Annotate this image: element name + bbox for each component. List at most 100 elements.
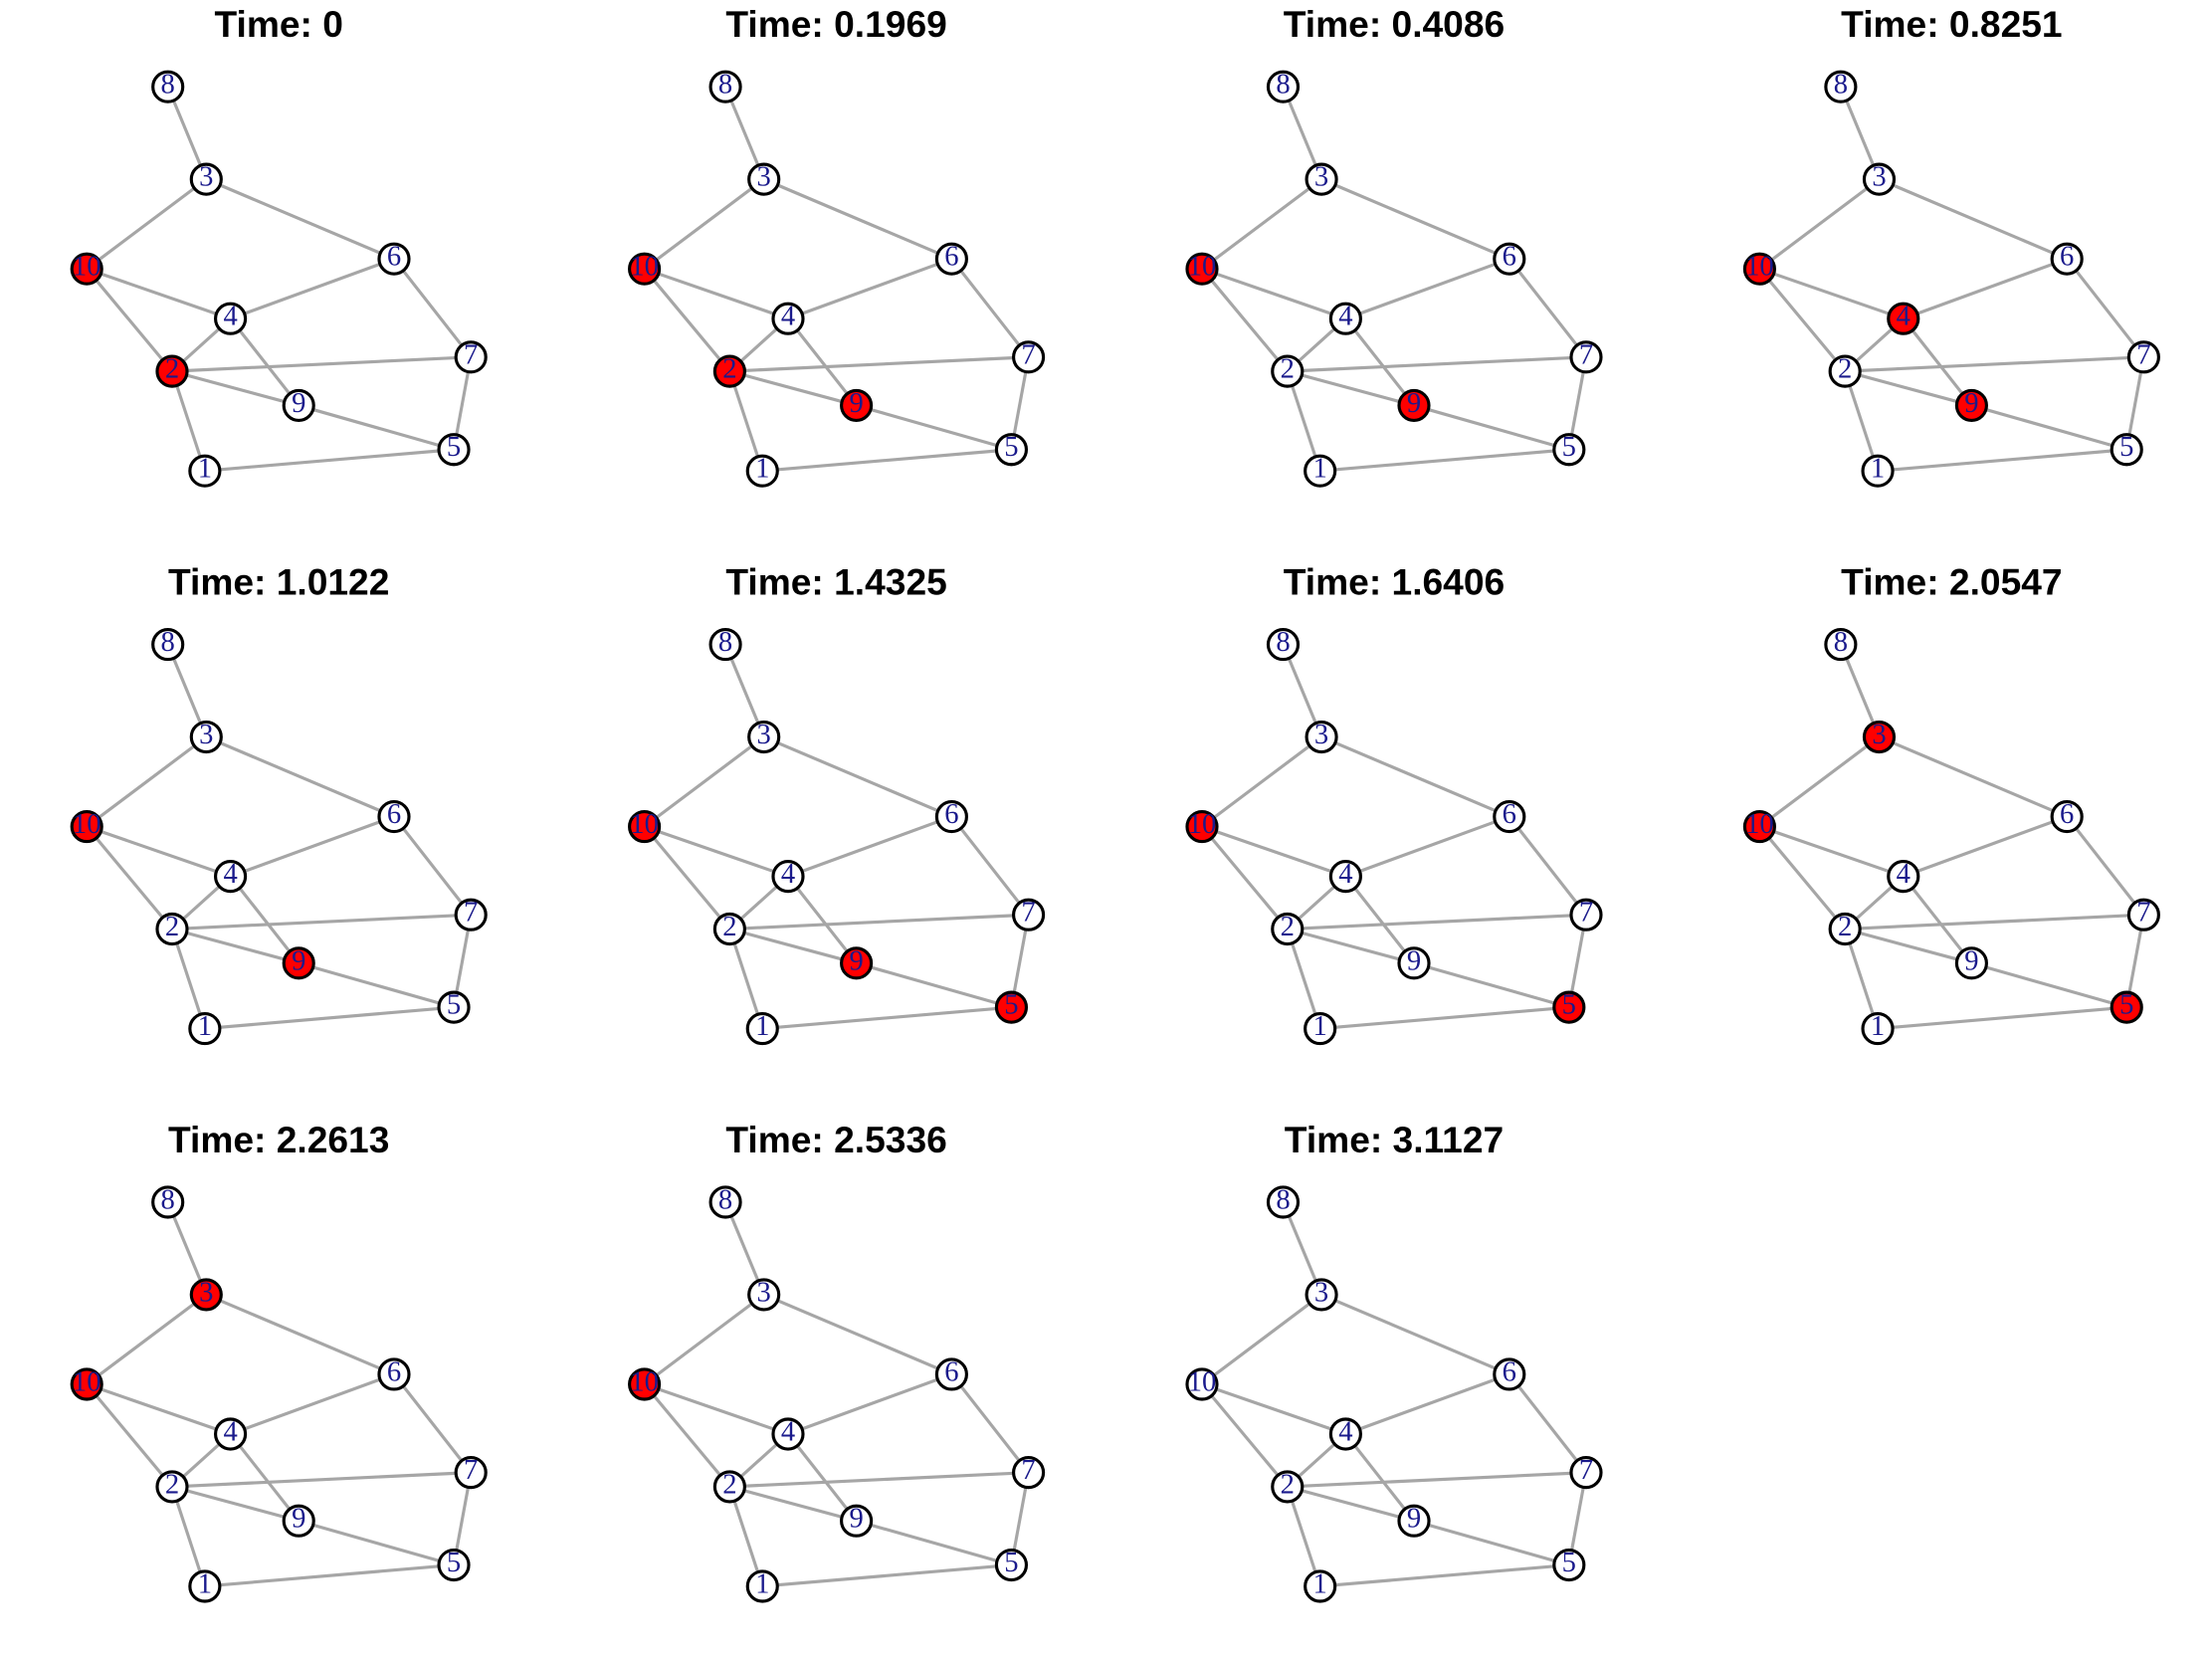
node-5: 5 <box>994 1548 1029 1582</box>
node-circle <box>1954 388 1988 423</box>
node-circle <box>1828 354 1862 388</box>
edge-10-4 <box>644 825 789 879</box>
edge-2-9 <box>171 369 300 407</box>
edge-3-10 <box>1758 177 1881 271</box>
node-7: 7 <box>2126 339 2160 374</box>
node-label: 5 <box>1004 990 1018 1021</box>
edge-10-2 <box>85 268 174 373</box>
node-circle <box>214 1417 248 1451</box>
node-circle <box>1271 912 1305 946</box>
edge-group <box>643 86 1031 473</box>
node-label: 9 <box>1964 945 1978 976</box>
node-circle <box>840 1504 874 1538</box>
node-label: 2 <box>1281 1469 1295 1500</box>
node-label: 5 <box>2119 432 2133 463</box>
edge-4-6 <box>230 257 395 320</box>
edge-10-4 <box>86 825 232 879</box>
node-circle <box>1493 242 1526 276</box>
node-circle <box>1569 340 1603 374</box>
node-7: 7 <box>454 1455 488 1490</box>
node-circle <box>1328 860 1362 894</box>
edge-4-6 <box>230 1372 395 1436</box>
edge-8-3 <box>1839 643 1881 738</box>
node-8: 8 <box>708 1184 742 1219</box>
node-circle <box>747 1278 781 1312</box>
node-2: 2 <box>1271 354 1305 388</box>
node-9-infected: 9 <box>282 945 315 980</box>
node-circle <box>708 1185 742 1219</box>
node-circle <box>745 1012 779 1046</box>
node-label: 6 <box>387 1356 401 1387</box>
node-circle <box>628 252 662 286</box>
edge-2-7 <box>171 913 472 932</box>
node-circle <box>747 720 781 754</box>
node-label: 5 <box>1562 990 1576 1021</box>
node-8: 8 <box>1824 627 1858 662</box>
node-circle <box>155 1470 189 1504</box>
node-circle <box>1185 1367 1219 1401</box>
edge-6-7 <box>950 258 1030 358</box>
node-circle <box>1328 302 1362 335</box>
edge-6-7 <box>392 258 473 358</box>
node-circle <box>1304 1012 1337 1046</box>
node-circle <box>282 946 315 980</box>
edge-9-5 <box>298 403 455 452</box>
edge-3-10 <box>643 177 765 271</box>
node-8: 8 <box>708 627 742 662</box>
node-label: 10 <box>1745 809 1774 840</box>
node-label: 7 <box>1021 339 1035 370</box>
edge-3-10 <box>1201 177 1323 271</box>
node-4: 4 <box>214 302 248 335</box>
node-label: 9 <box>849 388 863 419</box>
edge-group <box>1200 643 1588 1031</box>
panel-title: Time: 3.1127 <box>1285 1119 1504 1160</box>
node-5: 5 <box>994 432 1029 467</box>
node-circle <box>840 946 874 980</box>
node-circle <box>1397 1504 1431 1538</box>
node-circle <box>1185 810 1219 844</box>
node-9-infected: 9 <box>1397 388 1431 423</box>
edge-10-4 <box>86 267 232 320</box>
node-2: 2 <box>1271 1469 1305 1504</box>
node-4: 4 <box>771 859 805 894</box>
node-circle <box>454 340 488 374</box>
node-label: 2 <box>1281 354 1295 385</box>
node-2: 2 <box>155 1469 189 1504</box>
node-2: 2 <box>1828 354 1862 388</box>
node-label: 4 <box>223 859 237 890</box>
node-circle <box>151 1185 185 1219</box>
node-3-infected: 3 <box>1862 720 1897 754</box>
node-10-infected: 10 <box>628 1366 662 1401</box>
panel-title: Time: 0.4086 <box>1284 3 1505 45</box>
edge-9-5 <box>298 1519 455 1567</box>
node-label: 4 <box>1897 302 1910 332</box>
edge-3-6 <box>1320 1293 1510 1376</box>
edge-group <box>643 643 1031 1031</box>
node-label: 9 <box>1407 1504 1421 1535</box>
node-label: 6 <box>1503 799 1516 830</box>
node-label: 8 <box>1276 1184 1290 1215</box>
node-label: 5 <box>447 990 461 1021</box>
node-5: 5 <box>437 1548 471 1582</box>
node-6: 6 <box>1493 242 1526 276</box>
node-9-infected: 9 <box>840 388 874 423</box>
node-circle <box>214 860 248 894</box>
node-4-infected: 4 <box>1887 302 1920 335</box>
edge-1-5 <box>1319 448 1569 473</box>
panel-title: Time: 1.6406 <box>1284 561 1505 603</box>
edge-3-6 <box>763 1293 953 1376</box>
node-10: 10 <box>1185 1366 1219 1401</box>
node-label: 7 <box>2136 339 2150 370</box>
edge-4-9 <box>786 1433 858 1523</box>
edge-8-3 <box>723 86 766 180</box>
node-circle <box>214 302 248 335</box>
edge-9-5 <box>856 961 1012 1009</box>
edge-1-5 <box>1319 1562 1569 1588</box>
node-label: 1 <box>1313 1011 1327 1042</box>
edge-2-9 <box>728 927 858 965</box>
edge-8-3 <box>166 86 208 180</box>
node-7: 7 <box>1012 1455 1046 1490</box>
